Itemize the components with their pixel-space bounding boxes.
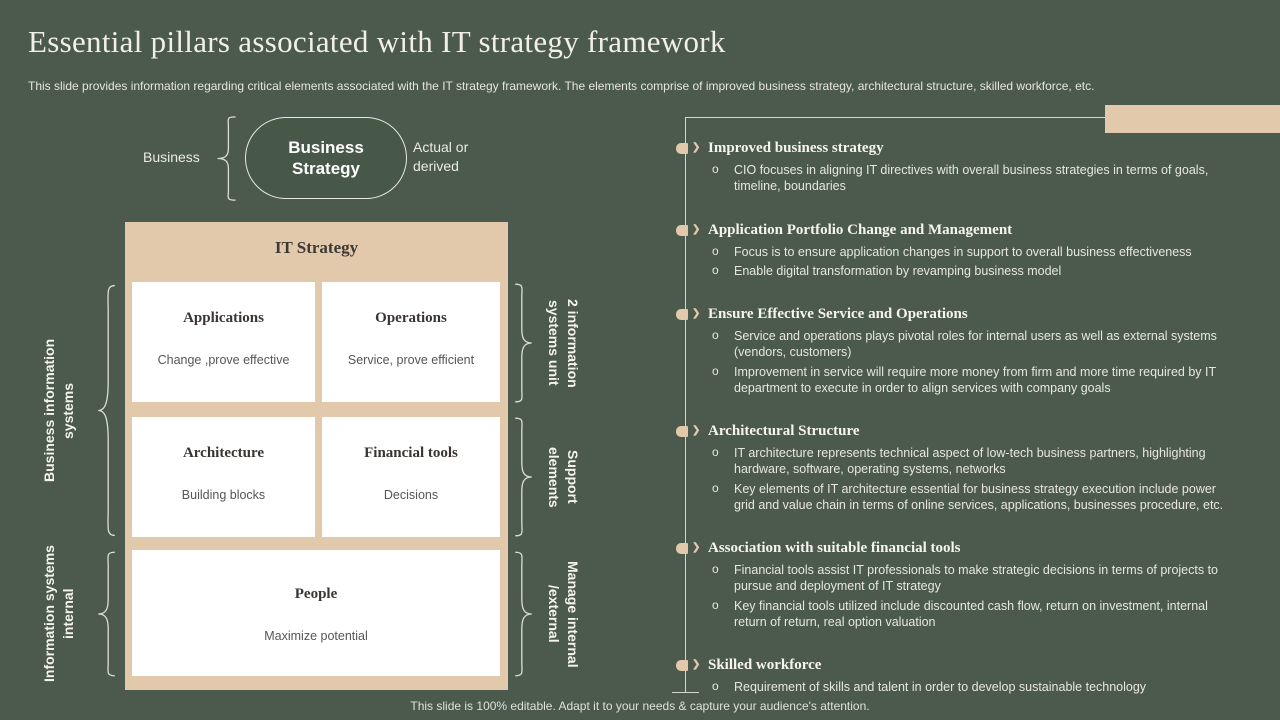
bullet-item: Service and operations plays pivotal rol… xyxy=(708,328,1233,361)
label-2-information-systems-unit: 2 information systems unit xyxy=(546,298,581,388)
bullet-square-icon xyxy=(676,543,688,554)
bullet-square-icon xyxy=(676,660,688,671)
section-bullets: CIO focuses in aligning IT directives wi… xyxy=(708,162,1233,195)
label-support-elements-box: Support elements xyxy=(540,417,586,537)
it-strategy-title: IT Strategy xyxy=(274,238,359,257)
section-title: Improved business strategy xyxy=(708,140,884,156)
bullet-item: Enable digital transformation by revampi… xyxy=(708,263,1233,279)
bullet-square-icon xyxy=(676,143,688,154)
label-support-elements: Support elements xyxy=(546,446,581,508)
bullet-item: Focus is to ensure application changes i… xyxy=(708,244,1233,260)
section-bullets: Focus is to ensure application changes i… xyxy=(708,244,1233,280)
business-strategy-shape: Business Strategy xyxy=(245,117,407,199)
slide-description: This slide provides information regardin… xyxy=(28,79,1095,93)
section-title: Architectural Structure xyxy=(708,423,860,439)
card-people: People Maximize potential xyxy=(132,550,500,676)
section-title: Ensure Effective Service and Operations xyxy=(708,306,968,322)
label-2-information-systems-unit-box: 2 information systems unit xyxy=(540,278,586,408)
bullet-chevron-icon: ❯ xyxy=(692,142,701,153)
bullet-chevron-icon: ❯ xyxy=(692,659,701,670)
card-architecture-title: Architecture xyxy=(182,445,265,461)
card-financial-tools-subtitle: Decisions xyxy=(383,488,439,502)
section-title: Association with suitable financial tool… xyxy=(708,540,961,556)
card-architecture: Architecture Building blocks xyxy=(132,417,315,537)
section-ensure-effective-service: ❯ Ensure Effective Service and Operation… xyxy=(676,306,1233,399)
brace-support-elements xyxy=(513,417,535,537)
section-improved-business-strategy: ❯ Improved business strategy CIO focuses… xyxy=(676,140,1233,198)
card-operations-subtitle: Service, prove efficient xyxy=(347,353,475,367)
bullet-item: Key financial tools utilized include dis… xyxy=(708,598,1233,631)
section-title: Application Portfolio Change and Managem… xyxy=(708,221,1013,238)
label-business-information-systems-box: Business information systems xyxy=(28,283,90,538)
bullet-square-icon xyxy=(676,309,688,320)
section-architectural-structure: ❯ Architectural Structure IT architectur… xyxy=(676,423,1233,516)
vertical-line-end-tick xyxy=(672,692,699,693)
bullet-item: Financial tools assist IT professionals … xyxy=(708,562,1233,595)
bullet-item: Key elements of IT architecture essentia… xyxy=(708,481,1233,514)
bullet-item: IT architecture represents technical asp… xyxy=(708,445,1233,478)
brace-manage-internal-external xyxy=(513,551,535,677)
card-applications: Applications Change ,prove effective xyxy=(132,282,315,402)
card-applications-subtitle: Change ,prove effective xyxy=(157,353,290,367)
page-title: Essential pillars associated with IT str… xyxy=(28,24,726,59)
section-financial-tools: ❯ Association with suitable financial to… xyxy=(676,540,1233,633)
brace-business xyxy=(214,116,238,201)
card-financial-tools: Financial tools Decisions xyxy=(322,417,500,537)
card-people-title: People xyxy=(294,586,338,602)
bullet-chevron-icon: ❯ xyxy=(692,425,701,436)
bullet-chevron-icon: ❯ xyxy=(692,542,701,553)
brace-business-information-systems xyxy=(95,283,117,538)
card-operations-title: Operations xyxy=(375,310,447,326)
section-bullets: IT architecture represents technical asp… xyxy=(708,445,1233,513)
card-applications-title: Applications xyxy=(183,310,264,326)
label-information-systems-internal: Information systems internal xyxy=(41,545,76,683)
label-information-systems-internal-box: Information systems internal xyxy=(28,535,90,693)
label-manage-internal-external: Manage internal /external xyxy=(546,560,581,668)
pillars-list: ❯ Improved business strategy CIO focuses… xyxy=(676,140,1233,698)
section-application-portfolio: ❯ Application Portfolio Change and Manag… xyxy=(676,221,1233,283)
card-operations: Operations Service, prove efficient xyxy=(322,282,500,402)
card-architecture-subtitle: Building blocks xyxy=(181,488,266,502)
bullet-chevron-icon: ❯ xyxy=(692,308,701,319)
section-bullets: Service and operations plays pivotal rol… xyxy=(708,328,1233,396)
card-financial-tools-title: Financial tools xyxy=(364,445,458,461)
bullet-square-icon xyxy=(676,426,688,437)
label-business-information-systems: Business information systems xyxy=(41,338,76,483)
brace-2-information-systems-unit xyxy=(513,283,535,403)
bullet-item: Requirement of skills and talent in orde… xyxy=(708,679,1233,695)
label-manage-internal-external-box: Manage internal /external xyxy=(540,548,586,680)
section-skilled-workforce: ❯ Skilled workforce Requirement of skill… xyxy=(676,657,1233,698)
bullet-item: CIO focuses in aligning IT directives wi… xyxy=(708,162,1233,195)
horizontal-connector-line xyxy=(685,117,1105,118)
section-title: Skilled workforce xyxy=(708,657,822,673)
bullet-chevron-icon: ❯ xyxy=(692,223,701,235)
business-label: Business xyxy=(143,149,200,165)
bullet-square-icon xyxy=(676,224,688,236)
section-bullets: Requirement of skills and talent in orde… xyxy=(708,679,1233,695)
vertical-connector-line xyxy=(685,117,686,692)
footer-note: This slide is 100% editable. Adapt it to… xyxy=(410,699,870,713)
card-people-subtitle: Maximize potential xyxy=(264,629,368,643)
top-right-accent-band xyxy=(1105,105,1280,133)
business-strategy-label: Business Strategy xyxy=(288,137,364,178)
brace-information-systems-internal xyxy=(95,551,117,677)
bullet-item: Improvement in service will require more… xyxy=(708,364,1233,397)
section-bullets: Financial tools assist IT professionals … xyxy=(708,562,1233,630)
actual-or-derived-label: Actual or derived xyxy=(413,139,469,174)
